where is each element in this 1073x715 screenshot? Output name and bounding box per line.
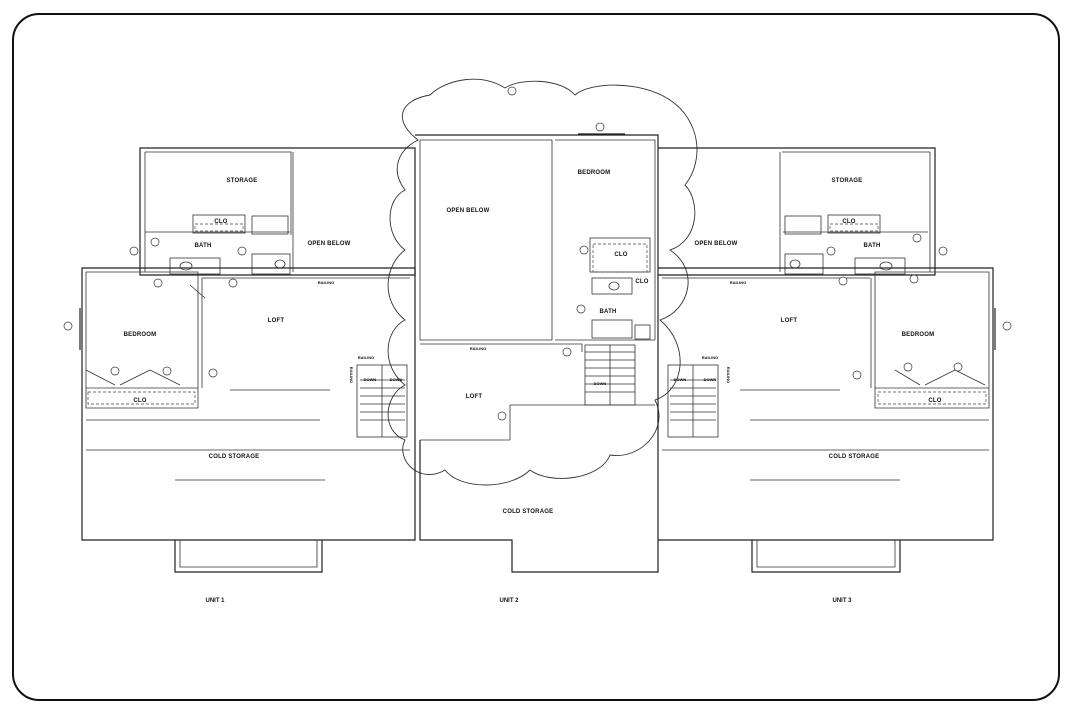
u2-bedroom-label: BEDROOM <box>578 170 611 176</box>
u3-loft-label: LOFT <box>781 318 798 324</box>
unit-labels: UNIT 1 UNIT 2 UNIT 3 <box>205 598 852 604</box>
u1-bath-label: BATH <box>194 243 211 249</box>
u1-loft-label: LOFT <box>268 318 285 324</box>
railing-note-5: RAILING <box>702 355 718 360</box>
railing-note-4: RAILING <box>730 280 746 285</box>
u3-bedroom-label: BEDROOM <box>902 332 935 338</box>
railing-note-3: RAILING <box>470 346 486 351</box>
sheet-border <box>12 13 1060 701</box>
u3-cold-storage-label: COLD STORAGE <box>829 454 880 460</box>
u1-storage-label: STORAGE <box>227 178 258 184</box>
unit-2-plan <box>415 133 659 573</box>
down-note-4: DOWN <box>674 377 687 382</box>
railing-note-2: RAILING <box>358 355 374 360</box>
u1-cold-storage-label: COLD STORAGE <box>209 454 260 460</box>
unit-2-label: UNIT 2 <box>499 598 519 604</box>
unit-3-plan <box>658 147 996 573</box>
u1-clo-label: CLO <box>214 219 227 225</box>
u3-open-below-label: OPEN BELOW <box>694 241 737 247</box>
u2-open-below-label: OPEN BELOW <box>446 208 489 214</box>
down-note-5: DOWN <box>704 377 717 382</box>
u2-loft-label: LOFT <box>466 394 483 400</box>
room-labels: STORAGE OPEN BELOW CLO BATH BEDROOM LOFT… <box>124 170 942 515</box>
railing-note-6: RAILING <box>349 367 354 383</box>
u3-storage-label: STORAGE <box>832 178 863 184</box>
detail-tags <box>63 86 1012 421</box>
railing-note-1: RAILING <box>318 280 334 285</box>
u1-open-below-label: OPEN BELOW <box>307 241 350 247</box>
unit-3-label: UNIT 3 <box>832 598 852 604</box>
u2-cold-storage-label: COLD STORAGE <box>503 509 554 515</box>
u2-clo-small-label: CLO <box>635 279 648 285</box>
down-note-2: DOWN <box>390 377 403 382</box>
u3-clo-bottom-label: CLO <box>928 398 941 404</box>
u2-clo-label: CLO <box>614 252 627 258</box>
u2-bath-label: BATH <box>599 309 616 315</box>
u3-bath-label: BATH <box>863 243 880 249</box>
down-note-1: DOWN <box>364 377 377 382</box>
railing-note-7: RAILING <box>726 367 731 383</box>
down-note-3: DOWN <box>594 381 607 386</box>
unit-1-plan <box>79 147 416 573</box>
u1-bedroom-label: BEDROOM <box>124 332 157 338</box>
revision-cloud <box>387 78 698 486</box>
u3-clo-label: CLO <box>842 219 855 225</box>
annotation-notes: RAILING RAILING RAILING RAILING RAILING … <box>318 280 746 386</box>
unit-1-label: UNIT 1 <box>205 598 225 604</box>
u1-clo-bottom-label: CLO <box>133 398 146 404</box>
